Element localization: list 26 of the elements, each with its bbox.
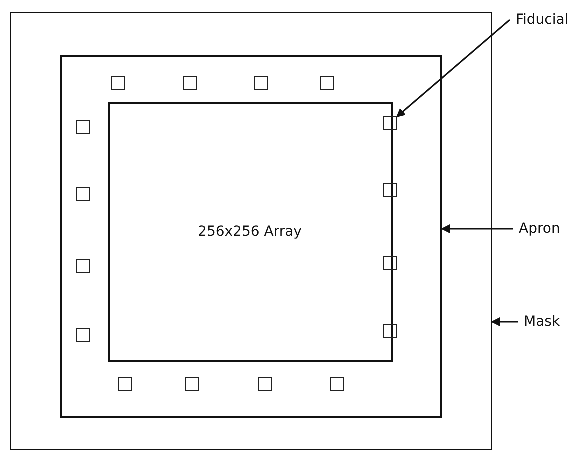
fiducial-square	[184, 376, 198, 390]
fiducial-square	[382, 116, 396, 130]
arrow	[396, 19, 511, 118]
arrow	[491, 318, 518, 326]
fiducial-square	[382, 182, 396, 196]
fiducial-square	[382, 324, 396, 338]
fiducial-square	[76, 120, 90, 134]
fiducial-square	[382, 256, 396, 270]
fiducial-square	[258, 376, 272, 390]
callout-label: Apron	[519, 219, 579, 239]
fiducial-square	[182, 76, 196, 90]
fiducial-square	[254, 76, 268, 90]
apron-outline	[60, 54, 442, 418]
callout-label: Mask	[524, 312, 579, 332]
fiducial-square	[118, 376, 132, 390]
fiducial-square	[76, 258, 90, 272]
array-box	[108, 102, 392, 362]
fiducial-square	[76, 328, 90, 342]
fiducial-square	[320, 76, 334, 90]
fiducial-square	[110, 76, 124, 90]
fiducial-square	[76, 186, 90, 200]
fiducial-square	[330, 376, 344, 390]
array-label: 256x256 Array	[198, 224, 302, 240]
mask-outline	[10, 12, 492, 450]
callout-label: Fiducial	[516, 10, 586, 30]
arrow	[441, 224, 513, 234]
